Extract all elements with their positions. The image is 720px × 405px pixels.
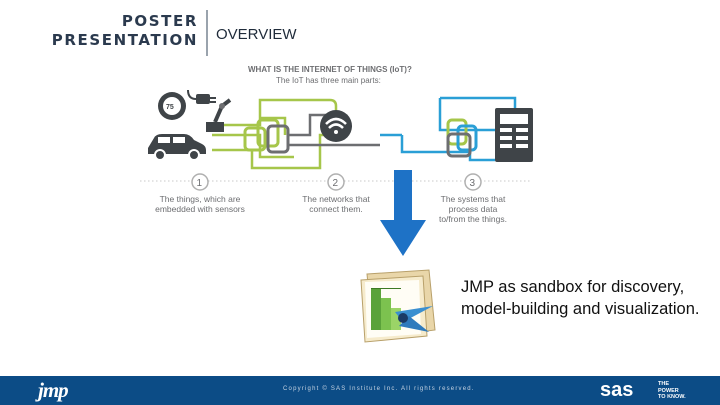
poster-title: POSTER PRESENTATION: [52, 12, 198, 50]
iot-diagram: WHAT IS THE INTERNET OF THINGS (IoT)? Th…: [140, 65, 533, 224]
server-icon: [495, 108, 533, 162]
part-3: 3 The systems that process data to/from …: [439, 173, 507, 224]
part-3-number: 3: [470, 178, 476, 189]
part-2-line2: connect them.: [309, 204, 362, 214]
network-knot-left: [243, 118, 290, 154]
part-3-line2: process data: [449, 204, 498, 214]
sas-logo: sas: [600, 379, 634, 401]
robot-arm-icon: [206, 98, 232, 132]
header-divider: [206, 10, 208, 56]
thermostat-reading: 75: [166, 104, 174, 111]
gray-connectors: [288, 113, 380, 147]
part-1-number: 1: [197, 178, 203, 189]
part-2-number: 2: [333, 178, 339, 189]
part-1: 1 The things, which are embedded with se…: [155, 173, 245, 214]
poster-title-line2: PRESENTATION: [51, 31, 198, 49]
part-3-line3: to/from the things.: [439, 214, 507, 224]
poster-title-line1: POSTER: [121, 12, 198, 30]
sas-tagline: THE POWER TO KNOW.: [658, 381, 686, 400]
down-arrow-icon: [380, 170, 426, 256]
jmp-app-icon: [360, 269, 436, 343]
diagram-subtitle: The IoT has three main parts:: [276, 76, 381, 85]
jmp-logo: jmp: [38, 378, 69, 402]
car-icon: [148, 134, 206, 161]
network-knot-right: [446, 118, 478, 158]
section-title: OVERVIEW: [216, 26, 297, 43]
part-2: 2 The networks that connect them.: [302, 173, 370, 214]
diagram-title: WHAT IS THE INTERNET OF THINGS (IoT)?: [248, 65, 412, 74]
copyright-text: Copyright © SAS Institute Inc. All right…: [283, 386, 475, 392]
jmp-caption: JMP as sandbox for discovery, model-buil…: [461, 278, 700, 318]
thermostat-icon: 75: [158, 92, 186, 120]
part-3-line1: The systems that: [441, 194, 506, 204]
plug-icon: [187, 89, 216, 104]
part-1-line2: embedded with sensors: [155, 204, 245, 214]
part-1-line1: The things, which are: [160, 194, 241, 204]
part-2-line1: The networks that: [302, 194, 370, 204]
footer-bar: jmp Copyright © SAS Institute Inc. All r…: [0, 376, 720, 405]
wifi-icon: [320, 110, 352, 142]
